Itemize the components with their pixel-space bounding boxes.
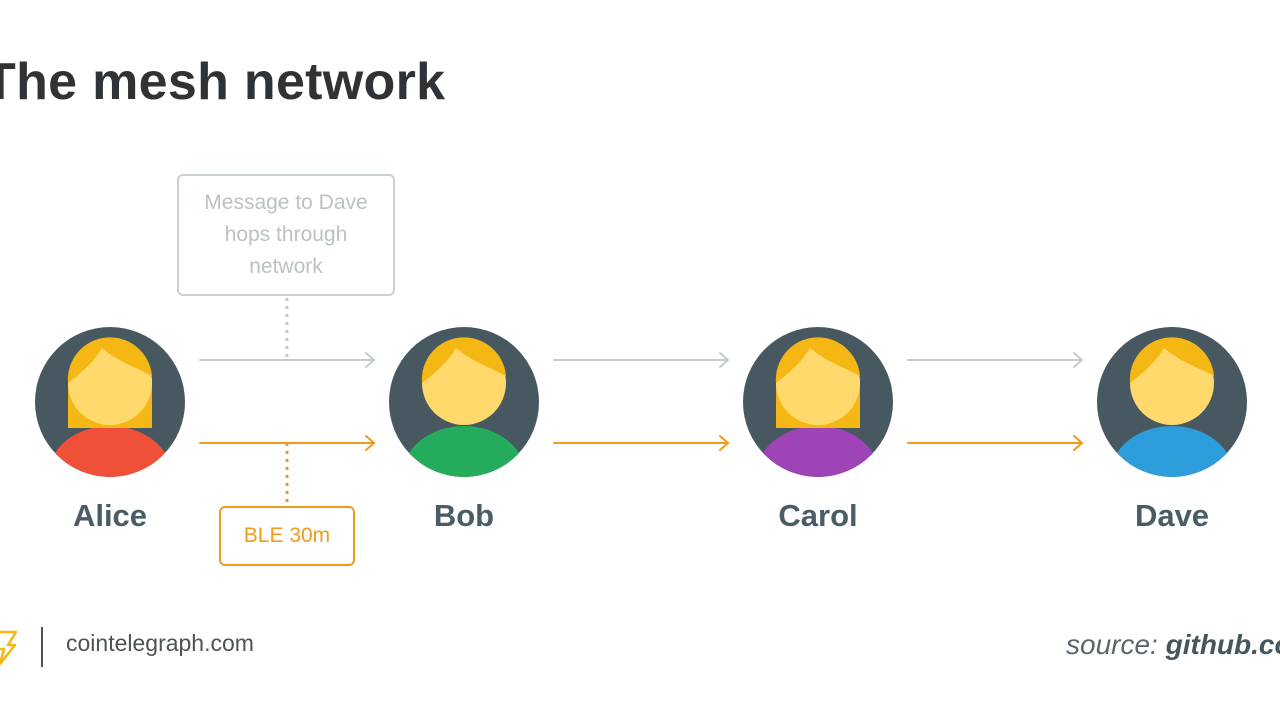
ble-arrow-bob-carol [553,435,730,451]
message-arrow-bob-carol [553,352,730,368]
message-arrow-carol-dave [907,352,1084,368]
ble-arrow-carol-dave [907,435,1084,451]
source-prefix: source: [1066,629,1158,660]
avatar-bob [389,327,539,477]
ble-arrows [199,435,1084,451]
page-title: The mesh network [0,53,446,111]
name-bob: Bob [433,498,495,533]
message-arrows [199,352,1084,368]
footer-source: source: github.com [1066,629,1280,661]
avatar-alice [35,327,185,477]
avatar-dave [1097,327,1247,477]
name-dave: Dave [1134,498,1210,533]
source-site: github.com [1165,629,1280,660]
name-alice: Alice [72,498,148,533]
avatar-carol [743,327,893,477]
ble-arrow-alice-bob [199,435,376,451]
lightning-logo-icon [0,630,18,666]
message-arrow-alice-bob [199,352,376,368]
footer-divider [41,627,43,667]
footer-brand: cointelegraph.com [66,630,254,656]
name-carol: Carol [778,498,858,533]
ble-range-label: BLE 30m [219,506,355,566]
message-note: Message to Dave hops through network [177,174,395,296]
